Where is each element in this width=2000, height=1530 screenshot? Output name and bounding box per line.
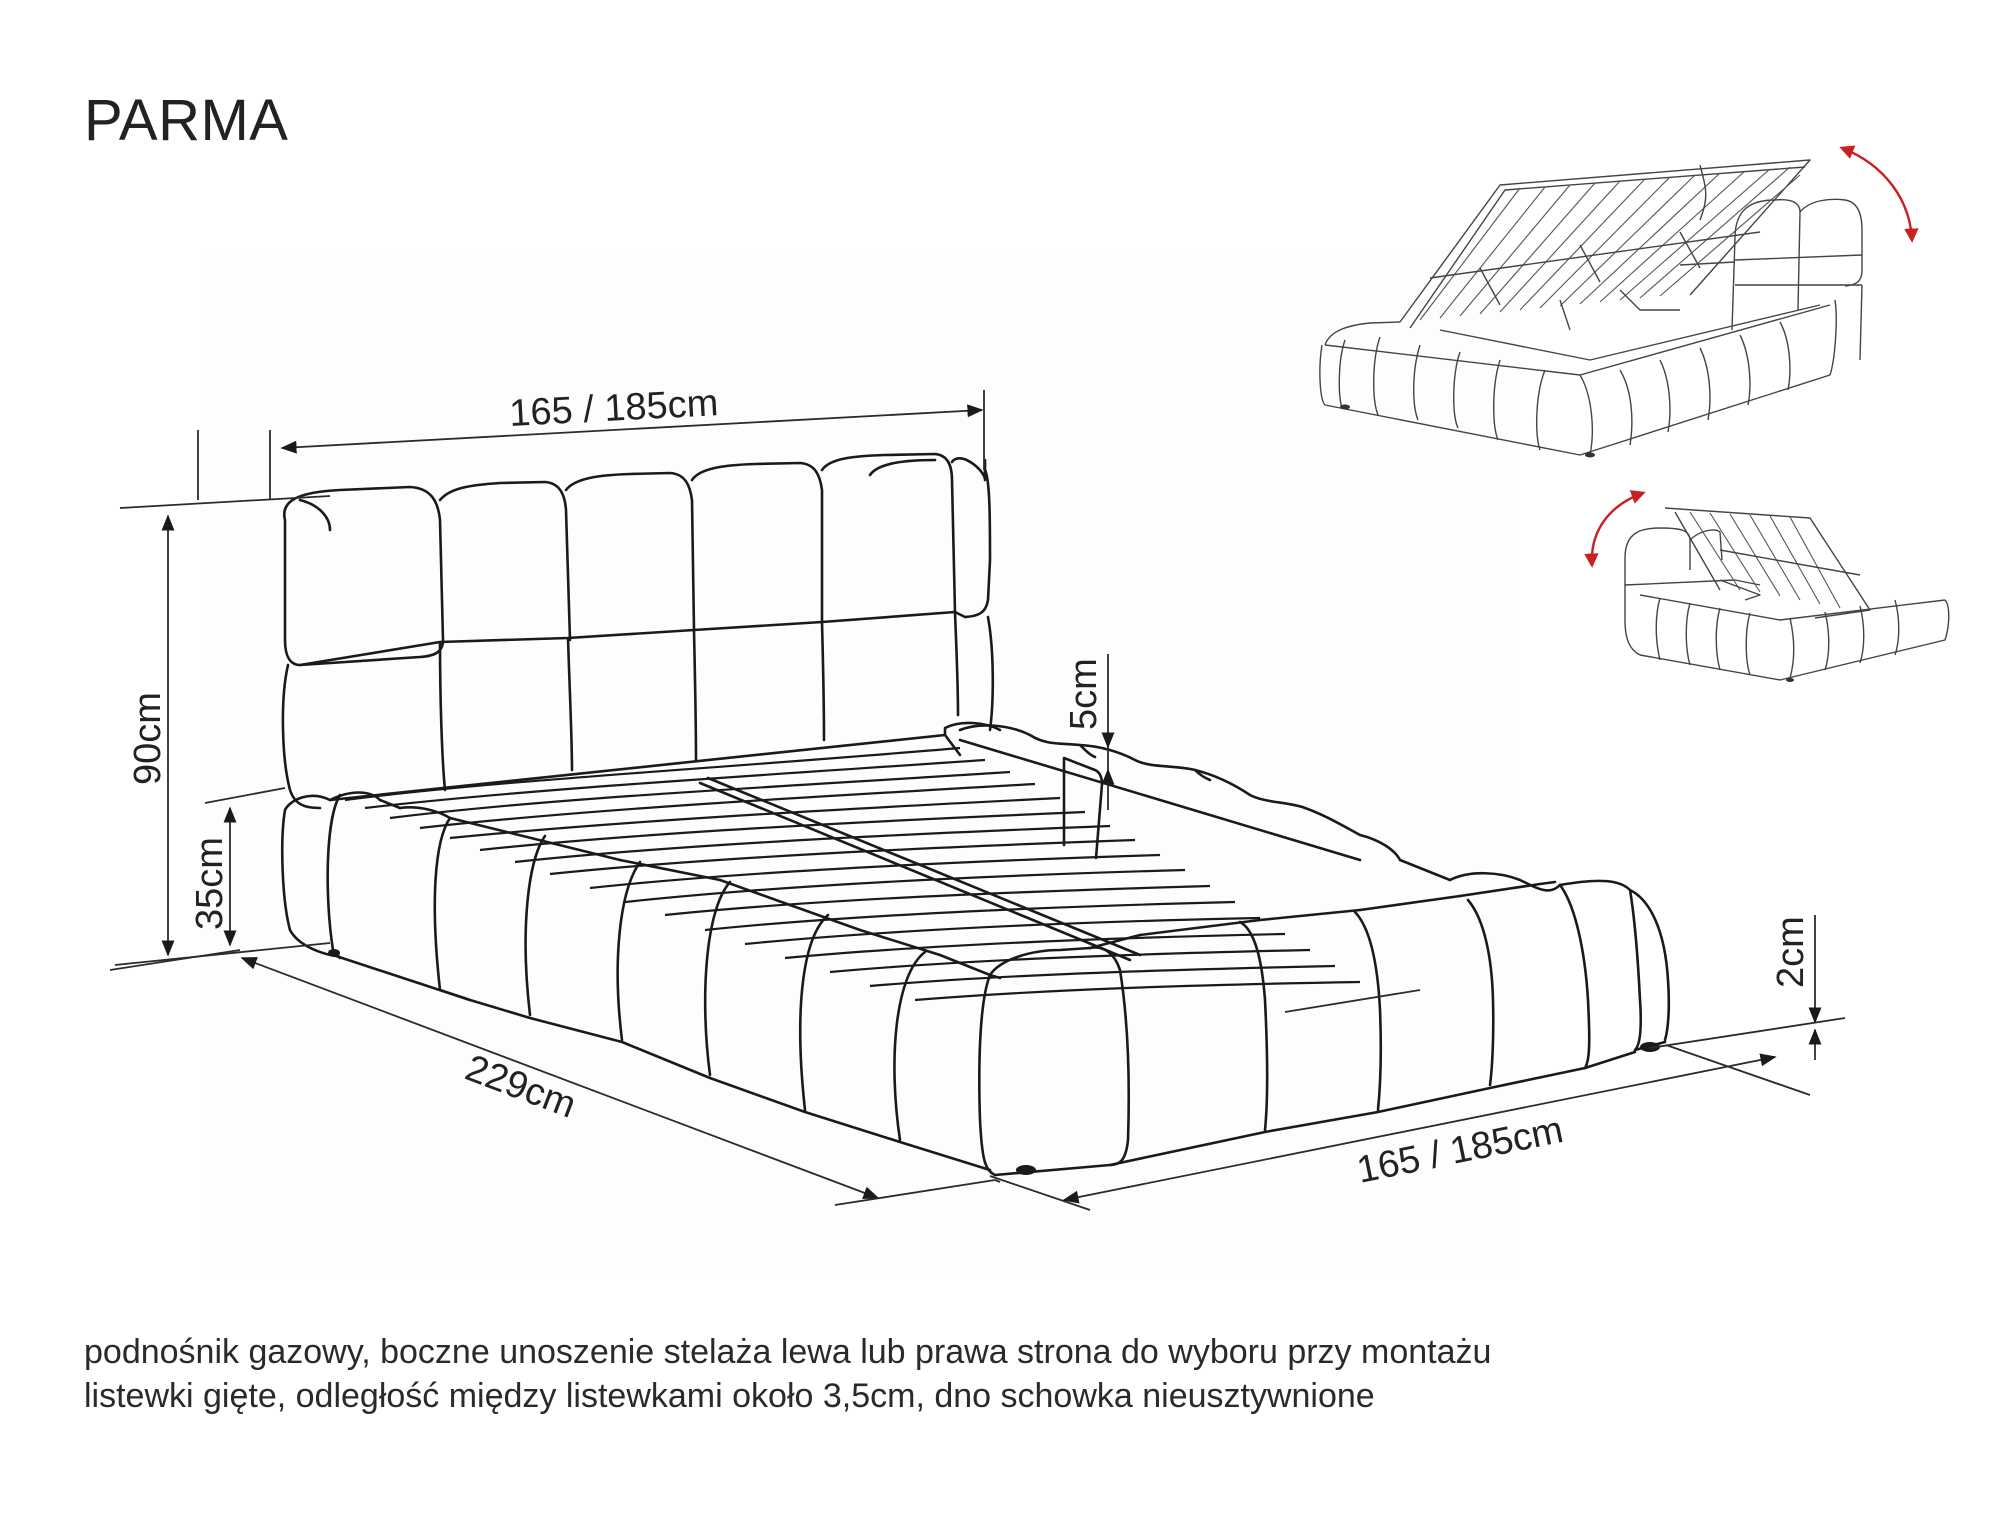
floor-clearance-label: 2cm	[1770, 916, 1812, 988]
total-width-dimension	[1062, 1053, 1777, 1204]
note-line-2: listewki gięte, odległość między listewk…	[84, 1377, 1375, 1415]
inset-lift-left	[1584, 490, 1950, 682]
product-notes: podnośnik gazowy, boczne unoszenie stela…	[84, 1330, 1491, 1418]
total-height-label: 90cm	[127, 692, 169, 785]
foot-end	[328, 833, 1671, 1177]
side-rail-height-label: 5cm	[1063, 658, 1105, 730]
rotation-arrow-icon	[1839, 145, 1919, 243]
slat-hatching	[1419, 166, 1801, 321]
rotation-arrow-icon-2	[1584, 490, 1646, 568]
headboard-width-dimension	[280, 404, 984, 454]
slats	[344, 746, 1361, 1002]
length-dimension	[240, 957, 880, 1199]
main-bed	[280, 452, 1671, 1177]
inset-lift-right	[1319, 145, 1919, 458]
frame-height-label: 35cm	[189, 837, 231, 930]
headboard	[281, 452, 995, 810]
note-line-1: podnośnik gazowy, boczne unoszenie stela…	[84, 1333, 1492, 1371]
slat-hatching-2	[1689, 511, 1841, 609]
drawing-background	[200, 250, 1520, 1280]
product-title: PARMA	[84, 88, 289, 153]
